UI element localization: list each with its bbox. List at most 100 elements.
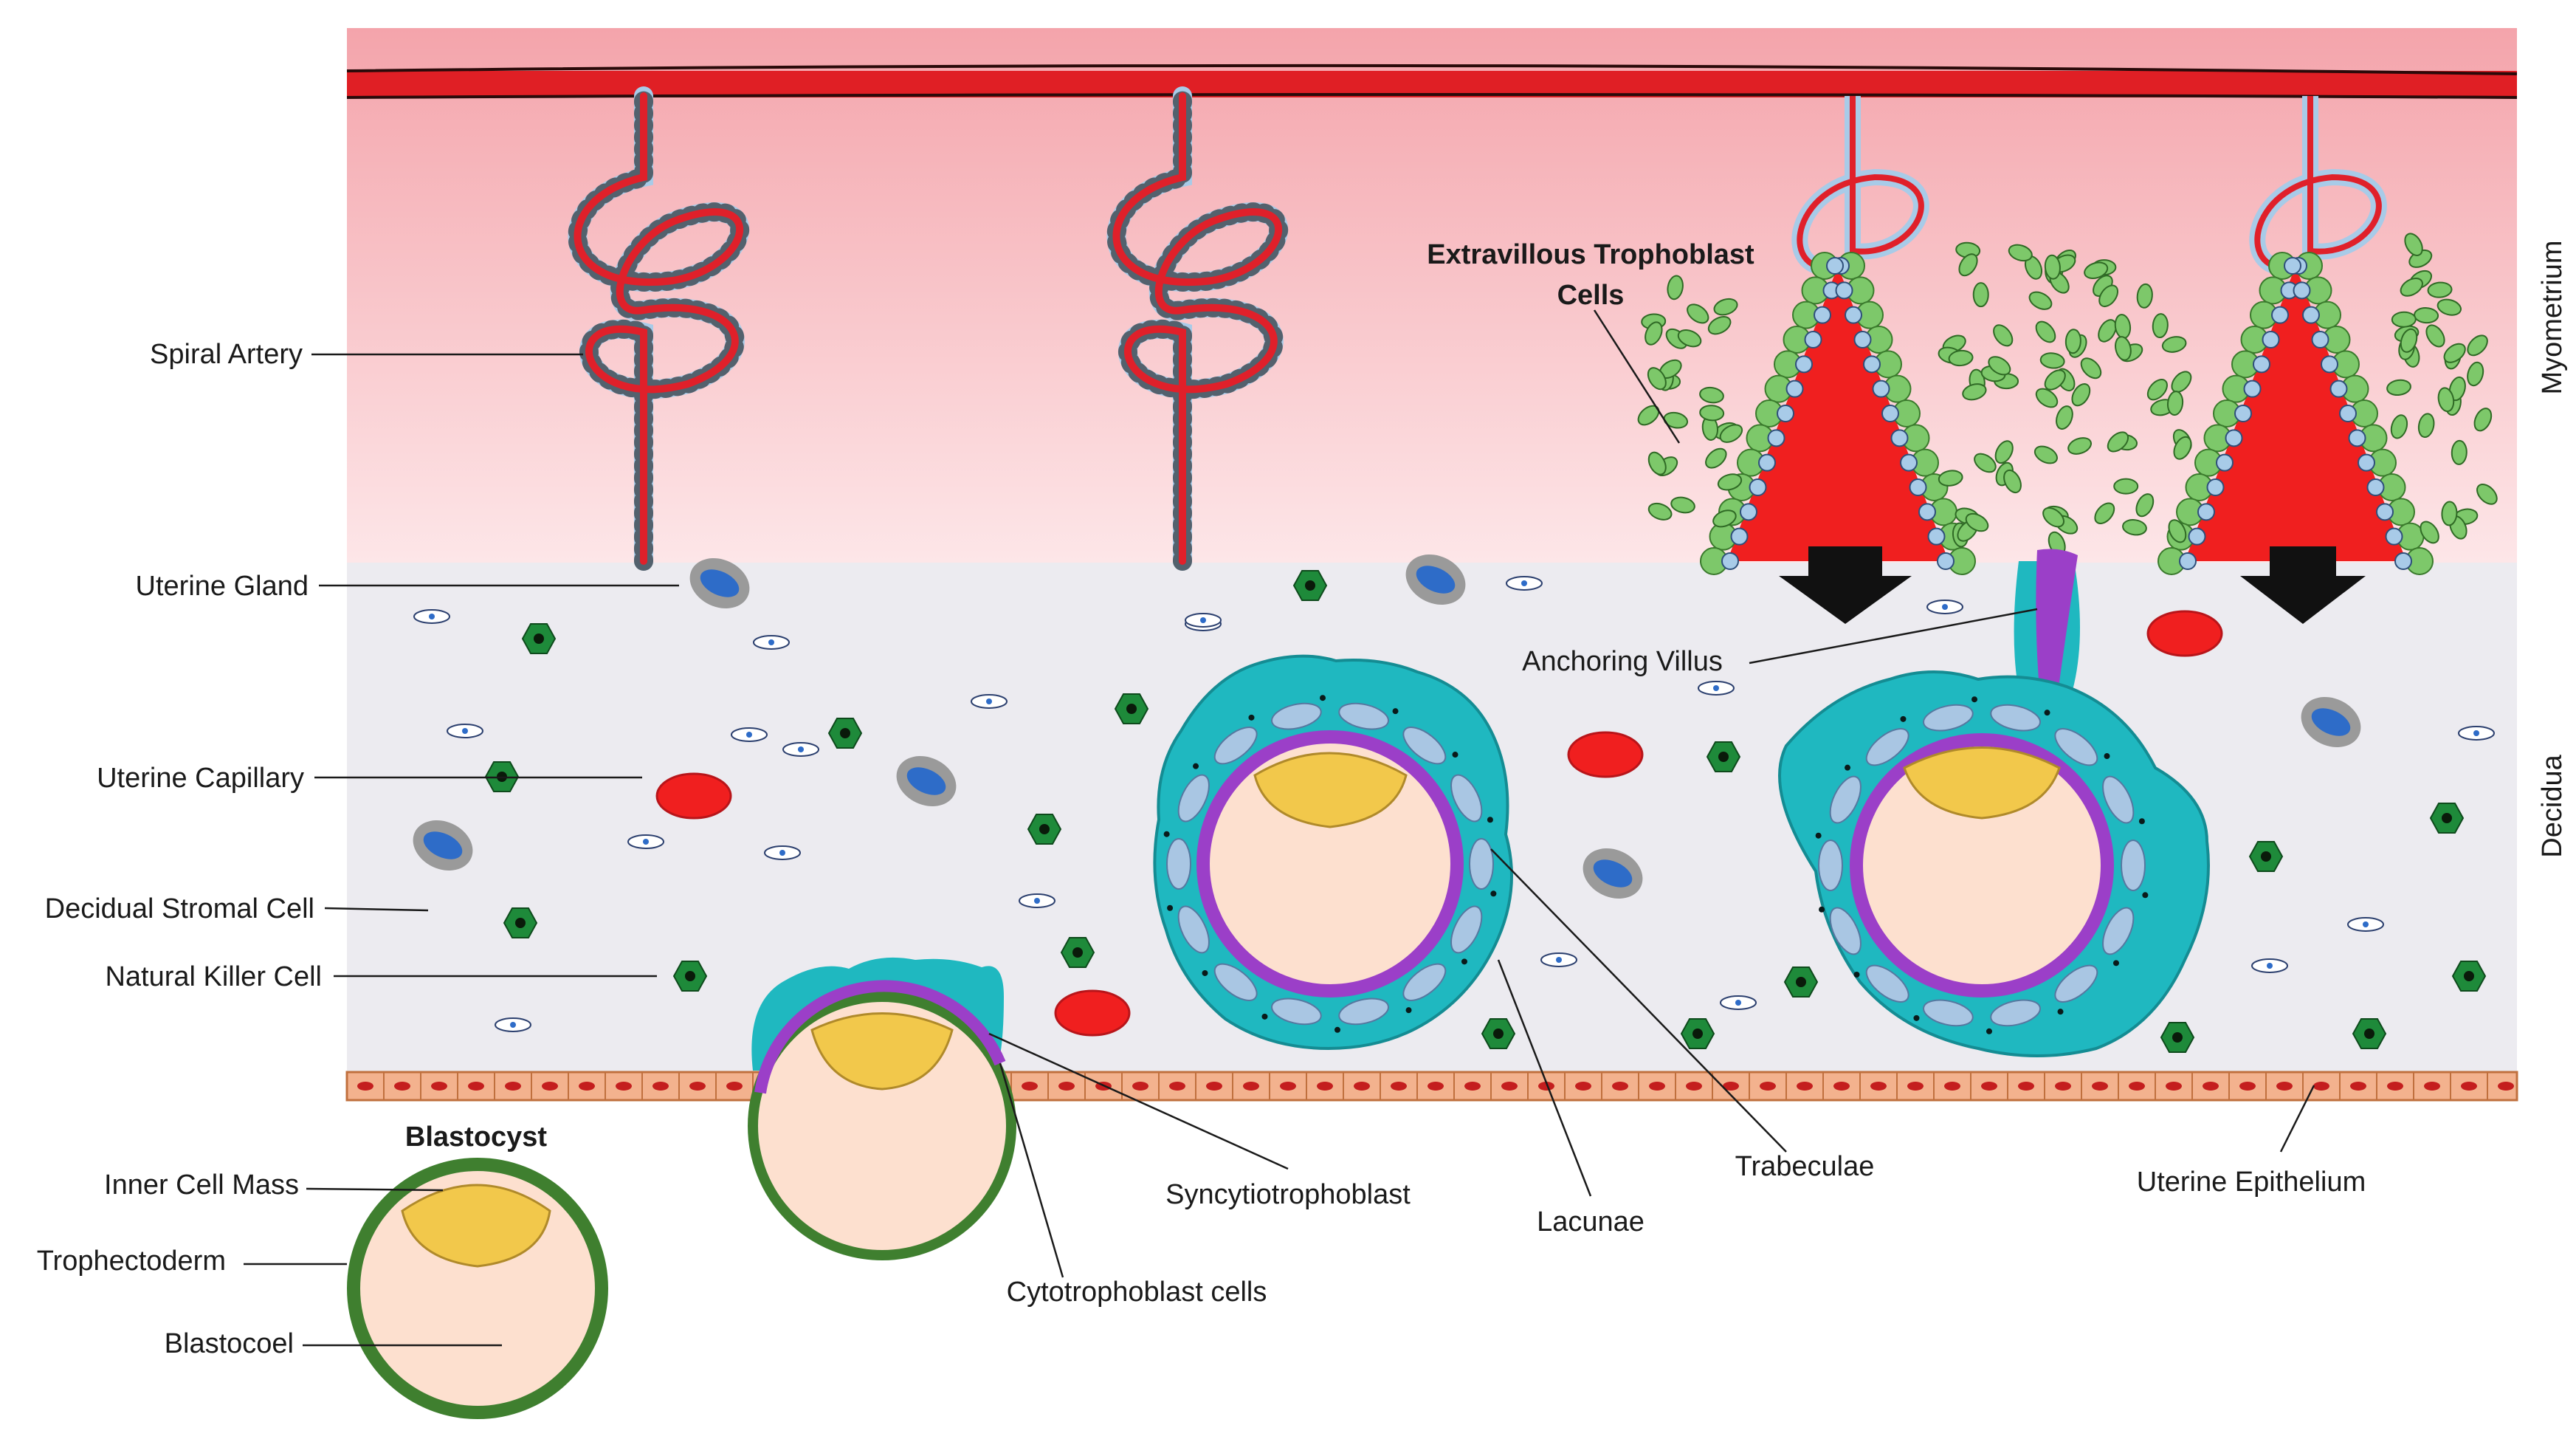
evt-cell (2476, 483, 2498, 505)
epithelial-cell-nucleus (2313, 1082, 2329, 1091)
epithelial-cell-nucleus (2461, 1082, 2477, 1091)
evt-cell (1972, 282, 1989, 308)
lacuna (1990, 999, 2041, 1027)
epithelial-cell-nucleus (2166, 1082, 2182, 1091)
epithelial-cell-nucleus (2129, 1082, 2145, 1091)
epithelial-cell-nucleus (2203, 1082, 2219, 1091)
endothelial-cell (1767, 429, 1785, 447)
lacuna (2102, 907, 2135, 955)
evt-cell (2425, 324, 2445, 348)
nk-nucleus (1796, 977, 1806, 987)
evt-cell (2146, 379, 2168, 401)
epithelial-cell-nucleus (1354, 1082, 1370, 1091)
stromal-nucleus (986, 698, 992, 704)
evt-cell (2135, 493, 2155, 518)
epithelial-cell-nucleus (1907, 1082, 1924, 1091)
evt-cell (1958, 253, 1978, 277)
endothelial-cell (1777, 405, 1794, 422)
epithelial-cell-nucleus (726, 1082, 743, 1091)
uterine-gland (423, 831, 463, 859)
endothelial-cell (1826, 257, 1844, 275)
evt-cell (2098, 319, 2117, 343)
evt-cell (2039, 352, 2065, 369)
syncytio-arc (754, 980, 1006, 1094)
epithelial-cell-nucleus (1169, 1082, 1185, 1091)
invaded-artery-lumen (1797, 96, 1924, 270)
cytotrophoblast-nucleus (2044, 710, 2050, 716)
endothelial-cell (1900, 453, 1918, 472)
blastocyst-wall-green (748, 992, 1016, 1260)
evt-cell (2094, 502, 2115, 524)
inner-cell-mass-right (1903, 746, 2061, 820)
nk-nucleus (1126, 704, 1137, 714)
endothelial-cell (2311, 331, 2329, 349)
evt-cell (2084, 261, 2109, 279)
blastocoel-right (1850, 733, 2114, 998)
anchoring-villus-purple (2036, 549, 2078, 709)
evt-cell (2107, 431, 2129, 453)
endothelial-cell (1814, 306, 1831, 324)
endothelial-cell (2262, 331, 2280, 349)
epithelial-cell-nucleus (505, 1082, 521, 1091)
lacuna (1865, 728, 1909, 766)
uterine-gland (2311, 708, 2351, 736)
lacuna (1450, 774, 1483, 823)
inner-cell-mass-small (810, 1012, 954, 1091)
stromal-nucleus (798, 746, 804, 752)
endothelial-cell (2302, 306, 2320, 324)
stromal-nucleus (462, 728, 468, 734)
cytotrophoblast-nucleus (1261, 1013, 1268, 1020)
epithelial-cell-nucleus (1944, 1082, 1960, 1091)
stromal-nucleus (2363, 921, 2369, 927)
label-evt-line2: Cells (1557, 280, 1625, 311)
evt-cell (1667, 275, 1684, 301)
evt-cell (1670, 496, 1695, 514)
stromal-nucleus (1942, 604, 1948, 610)
cytotrophoblast-nucleus (1815, 832, 1822, 839)
nk-nucleus (1692, 1029, 1703, 1039)
evt-cell (2033, 445, 2058, 464)
stromal-nucleus (429, 614, 435, 619)
epithelial-cell-nucleus (616, 1082, 632, 1091)
evt-cell (2166, 391, 2184, 416)
nk-nucleus (1718, 752, 1729, 762)
stromal-nucleus (746, 732, 752, 738)
endothelial-cell (2206, 478, 2225, 496)
uterine-capillary (1567, 731, 1644, 778)
implanted-embryo-right (1778, 549, 2210, 1057)
endothelial-cell (1881, 405, 1899, 422)
lacuna (1177, 774, 1210, 823)
spiral-artery-lumen (574, 92, 743, 565)
evt-cell (1647, 502, 1673, 521)
epithelial-cell-nucleus (1575, 1082, 1591, 1091)
evt-cell (2136, 283, 2153, 309)
lacuna (1450, 905, 1483, 954)
nk-nucleus (1039, 824, 1050, 834)
endothelial-cell (2253, 355, 2270, 374)
evt-cell (2168, 519, 2187, 543)
lacuna (2102, 775, 2135, 824)
cytotrophoblast-nucleus (1202, 969, 1208, 976)
lacuna (1213, 963, 1258, 1001)
lacunae-middle (1163, 695, 1497, 1033)
epithelial-cell-nucleus (2498, 1082, 2514, 1091)
cytotrophoblast-nucleus (2104, 753, 2110, 760)
lacuna (1402, 963, 1447, 1001)
epithelial-cell-nucleus (1723, 1082, 1739, 1091)
lacuna (1271, 998, 1322, 1026)
epithelial-cell-nucleus (468, 1082, 484, 1091)
leader-syncytiotrophoblast (988, 1032, 1289, 1170)
lacuna (1402, 727, 1447, 765)
epithelial-cell-nucleus (1870, 1082, 1887, 1091)
cytotrophoblast-nucleus (1193, 763, 1199, 769)
lacuna (1271, 702, 1322, 730)
lacuna (1166, 838, 1191, 890)
cytotrophoblast-nucleus (1845, 764, 1851, 771)
label-evt-line1: Extravillous Trophoblast (1427, 239, 1754, 270)
evt-cell (1994, 440, 2014, 464)
evt-cell (1677, 329, 1702, 348)
epithelial-cell-nucleus (394, 1082, 410, 1091)
cytotrophoblast-nucleus (2057, 1009, 2064, 1015)
label-natural-killer-cell: Natural Killer Cell (105, 961, 322, 992)
epithelial-cell-nucleus (2055, 1082, 2071, 1091)
